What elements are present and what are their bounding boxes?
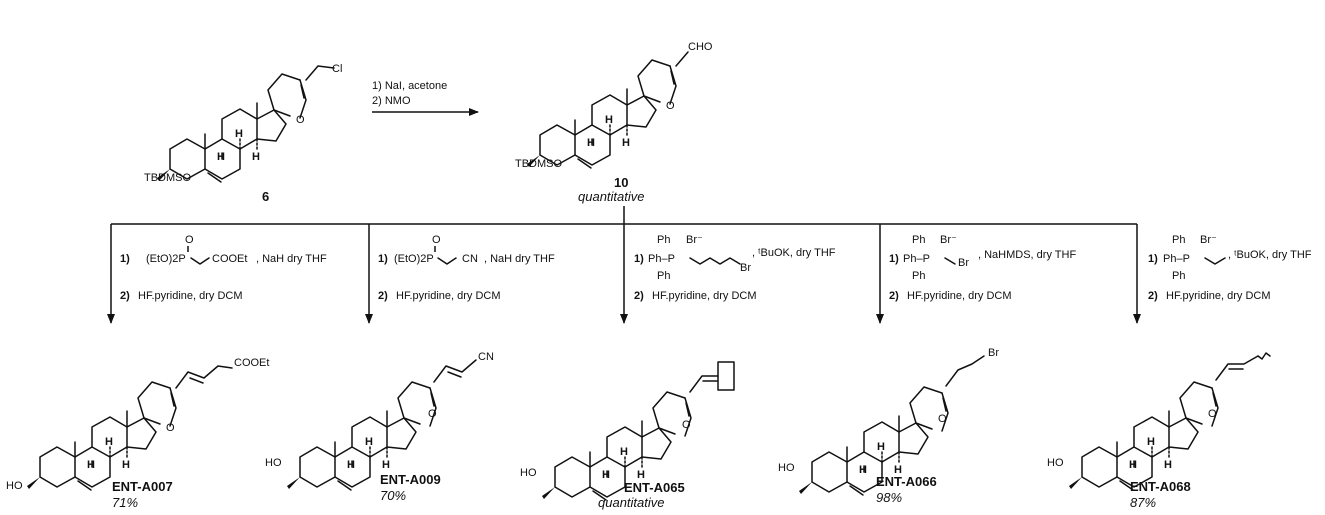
b4-step2: HF.pyridine, dry DCM (907, 290, 1012, 302)
b4-ph-top: Ph (912, 234, 925, 246)
oxygen-label: O (428, 408, 437, 420)
b4-base: , NaHMDS, dry THF (978, 249, 1076, 261)
branch-1-conditions: 1) (EtO)2P O COOEt , NaH dry THF 2) HF.p… (120, 234, 327, 302)
side-chain-label: COOEt (234, 357, 269, 369)
product-ent-a007: HO O COOEt ENT-A007 71% (6, 357, 269, 510)
starting-material-6: TBDMSO O Cl 6 (144, 63, 342, 204)
b2-phosphonate: (EtO)2P (394, 253, 434, 265)
oxygen-label: O (166, 422, 175, 434)
step1-arrow: 1) NaI, acetone 2) NMO (372, 80, 479, 116)
b4-halide: Br (958, 257, 969, 269)
hydroxyl-label: HO (778, 462, 795, 474)
product-id: ENT-A009 (380, 472, 441, 487)
side-chain-label: Br (988, 347, 999, 359)
b4-anion: Br⁻ (940, 234, 957, 246)
branch-2-conditions: 1) (EtO)2P O CN , NaH dry THF 2) HF.pyri… (378, 234, 555, 302)
product-yield: 70% (380, 488, 406, 503)
side-chain-label: CN (478, 351, 494, 363)
yield-10: quantitative (578, 189, 645, 204)
b3-ph-bottom: Ph (657, 270, 670, 282)
chloride-label: Cl (332, 63, 342, 75)
b5-step1-num: 1) (1148, 253, 1158, 265)
product-yield: 98% (876, 490, 902, 505)
b1-conditions: , NaH dry THF (256, 253, 327, 265)
oxygen-label: O (1208, 408, 1217, 420)
b5-anion: Br⁻ (1200, 234, 1217, 246)
product-yield: quantitative (598, 495, 665, 510)
b2-step1-num: 1) (378, 253, 388, 265)
b3-halide: Br (740, 262, 751, 274)
branch-5-conditions: 1) Ph Ph–P Ph Br⁻ , ᵗBuOK, dry THF 2) HF… (1148, 234, 1312, 302)
b1-phosphonate: (EtO)2P (146, 253, 186, 265)
b3-anion: Br⁻ (686, 234, 703, 246)
b2-p-oxygen: O (432, 234, 441, 246)
branch-3-conditions: 1) Ph Ph–P Ph Br⁻ Br , ᵗBuOK, dry THF 2)… (634, 234, 836, 302)
product-yield: 71% (112, 495, 138, 510)
b1-step1-num: 1) (120, 253, 130, 265)
b3-step2: HF.pyridine, dry DCM (652, 290, 757, 302)
b3-base: , ᵗBuOK, dry THF (752, 247, 836, 259)
step1-condition-1: 1) NaI, acetone (372, 80, 447, 92)
b4-step2-num: 2) (889, 290, 899, 302)
b3-step1-num: 1) (634, 253, 644, 265)
b3-ph-top: Ph (657, 234, 670, 246)
b4-ph-bottom: Ph (912, 270, 925, 282)
product-id: ENT-A007 (112, 479, 173, 494)
b1-group: COOEt (212, 253, 247, 265)
protecting-group-label-10: TBDMSO (515, 158, 563, 170)
compound-number-10: 10 (614, 175, 628, 190)
hydroxyl-label: HO (265, 457, 282, 469)
b5-step2: HF.pyridine, dry DCM (1166, 290, 1271, 302)
b2-step2-num: 2) (378, 290, 388, 302)
oxygen-label: O (296, 114, 305, 126)
b5-ph-top: Ph (1172, 234, 1185, 246)
b5-ph-left: Ph–P (1163, 253, 1190, 265)
intermediate-10: TBDMSO O CHO 10 quantitative (515, 41, 713, 204)
b5-ph-bottom: Ph (1172, 270, 1185, 282)
b4-ph-left: Ph–P (903, 253, 930, 265)
b2-group: CN (462, 253, 478, 265)
hydroxyl-label: HO (6, 480, 23, 492)
oxygen-label: O (938, 413, 947, 425)
oxygen-label: O (682, 419, 691, 431)
b3-ph-left: Ph–P (648, 253, 675, 265)
product-id: ENT-A068 (1130, 479, 1191, 494)
hydroxyl-label: HO (520, 467, 537, 479)
b4-step1-num: 1) (889, 253, 899, 265)
product-id: ENT-A065 (624, 480, 685, 495)
hydroxyl-label: HO (1047, 457, 1064, 469)
product-id: ENT-A066 (876, 474, 937, 489)
product-ent-a009: HO O CN ENT-A009 70% (265, 351, 494, 503)
protecting-group-label: TBDMSO (144, 172, 192, 184)
b2-conditions: , NaH dry THF (484, 253, 555, 265)
oxygen-label-10: O (666, 100, 675, 112)
branch-4-conditions: 1) Ph Ph–P Ph Br⁻ Br , NaHMDS, dry THF 2… (889, 234, 1076, 302)
step1-condition-2: 2) NMO (372, 95, 411, 107)
compound-number-6: 6 (262, 189, 269, 204)
b1-step2: HF.pyridine, dry DCM (138, 290, 243, 302)
aldehyde-label: CHO (688, 41, 713, 53)
b5-step2-num: 2) (1148, 290, 1158, 302)
b1-p-oxygen: O (185, 234, 194, 246)
branch-connector (107, 206, 1141, 324)
product-ent-a065: HO O ENT-A065 quantitative (520, 361, 735, 510)
product-ent-a066: HO O Br ENT-A066 98% (778, 347, 999, 505)
product-yield: 87% (1130, 495, 1156, 510)
product-ent-a068: HO O ENT-A068 87% (1047, 352, 1271, 510)
b2-step2: HF.pyridine, dry DCM (396, 290, 501, 302)
b1-step2-num: 2) (120, 290, 130, 302)
b3-step2-num: 2) (634, 290, 644, 302)
b5-base: , ᵗBuOK, dry THF (1228, 249, 1312, 261)
